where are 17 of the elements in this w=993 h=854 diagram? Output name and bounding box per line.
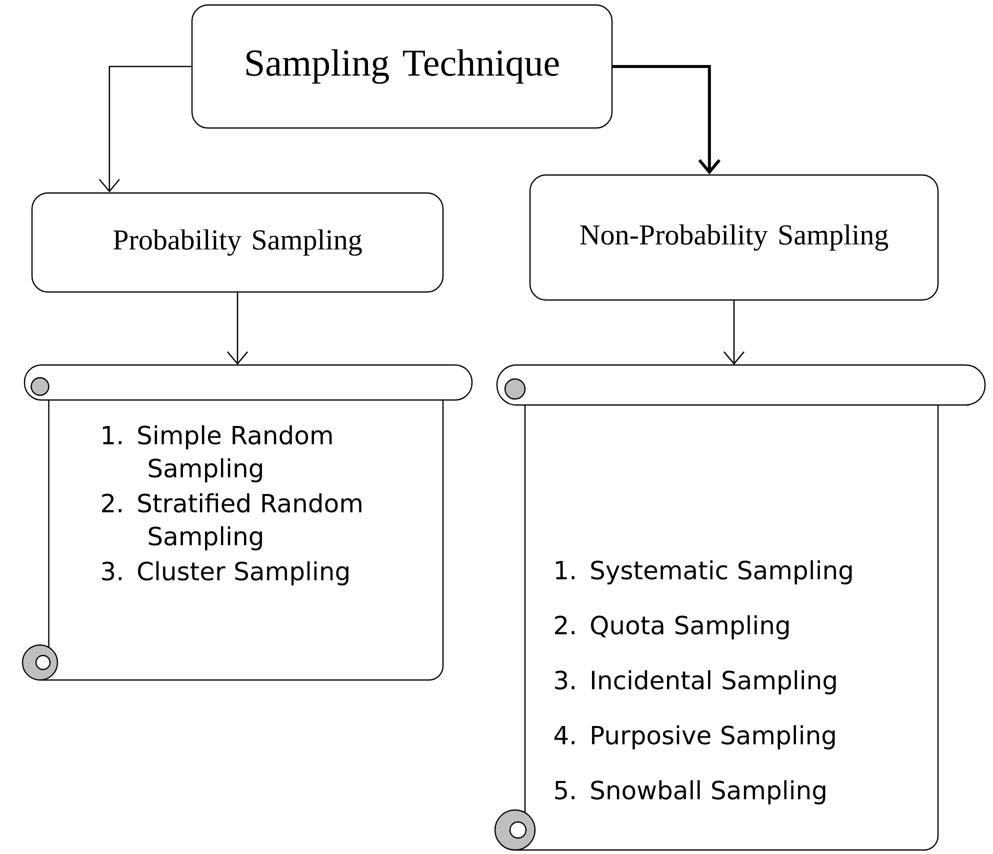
arrow [724,300,745,365]
scroll-box: 1. Simple Random Sampling 2. Stratified Random Sampling 3. Cluster Sampling [22,364,473,681]
process-box: Non-Probability Sampling [529,174,939,301]
scroll-box: 1. Systematic Sampling 2. Quota Sampling 3. Incidental Sampling 4. Purposive Sampling 5. Snowball Sampling [494,364,986,851]
node-label: 2. Stratified Random Sampling [102,493,362,550]
node-label: 4. Purposive Sampling [554,725,835,750]
arrow [98,66,192,192]
node-label: 1. Simple Random Sampling [102,425,332,482]
node-label: 2. Quota Sampling [555,615,789,640]
node-label: 1. Systematic Sampling [556,560,852,584]
node-label: 5. Snowball Sampling [555,780,826,804]
process-box: Sampling Technique [191,4,613,129]
process-box: Probability Sampling [31,192,444,293]
arrow [227,292,248,365]
arrow [612,65,721,174]
node-label: 3. Incidental Sampling [555,670,836,694]
node-label: 3. Cluster Sampling [102,561,348,586]
